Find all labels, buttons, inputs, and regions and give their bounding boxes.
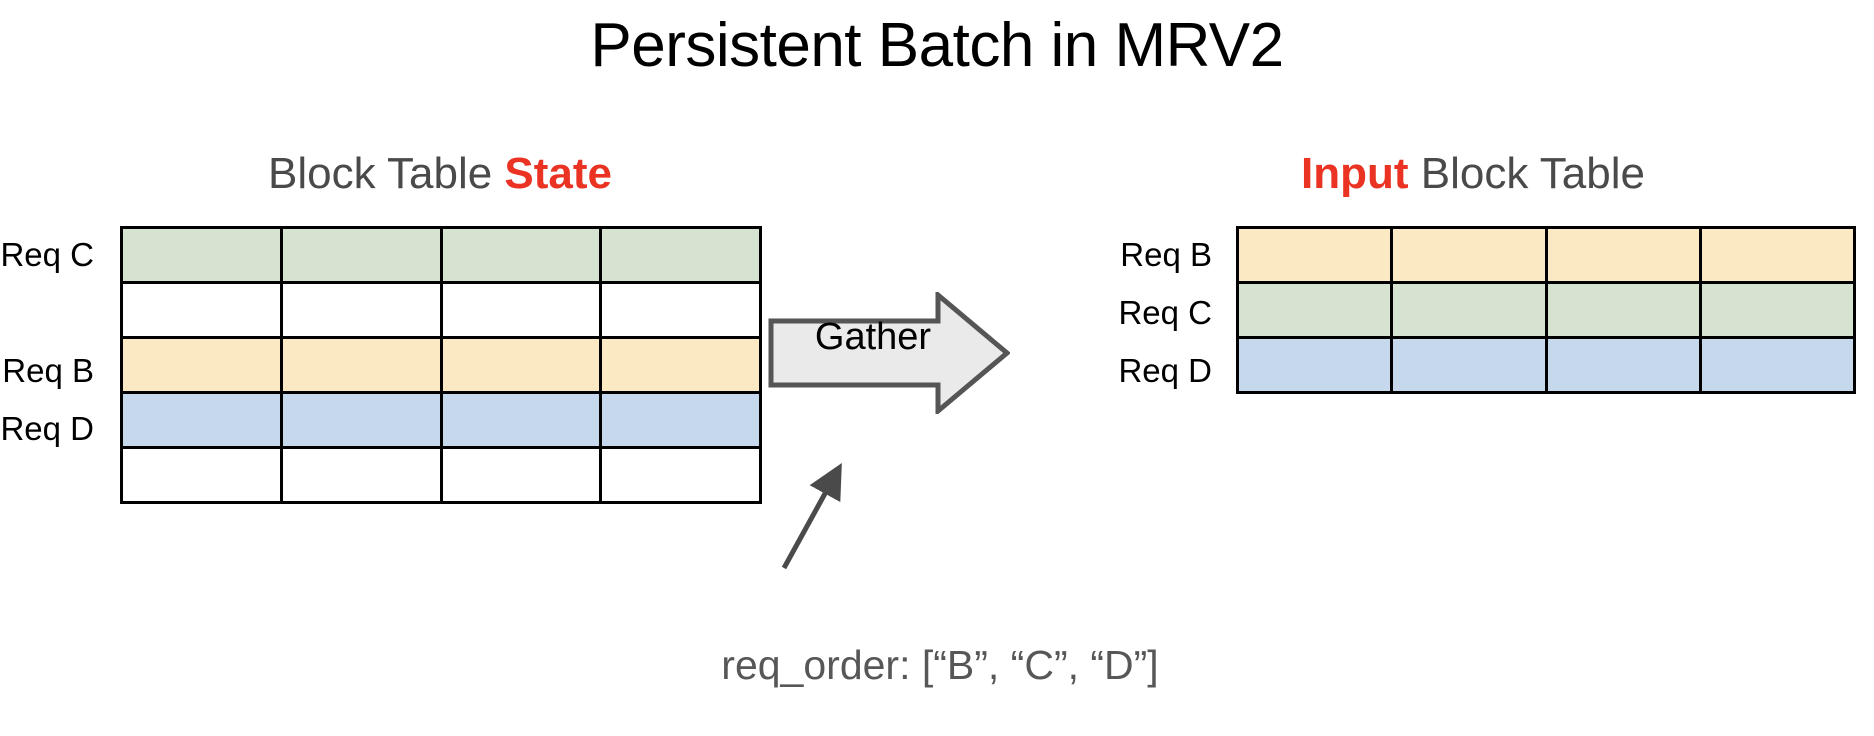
table-cell [599,226,762,284]
input-block-table-row-label-req-c: Req C [1118,294,1212,331]
table-row [120,281,762,339]
table-cell [279,336,443,394]
table-cell [279,281,443,339]
table-cell [439,446,603,504]
table-cell [439,336,603,394]
table-row [1235,226,1857,284]
block-table-state-heading: Block Table State [120,149,760,198]
table-cell [599,446,762,504]
table-cell [1698,336,1857,394]
req-order-caption: req_order: [“B”, “C”, “D”] [721,642,1159,688]
table-cell [439,391,603,449]
table-cell [1544,336,1702,394]
block-table-state-row-label-req-d: Req D [0,410,94,447]
table-cell [439,281,603,339]
table-cell [1544,226,1702,284]
callout-arrow-icon [781,462,842,570]
gather-arrow-icon [768,292,1010,414]
table-cell [120,391,283,449]
table-cell [1390,226,1548,284]
block-table-state [120,226,762,504]
input-block-table-row-label-req-b: Req B [1120,236,1212,273]
table-cell [120,446,283,504]
table-cell [120,281,283,339]
input-block-table-heading: Input Block Table [1090,149,1856,198]
table-cell [1698,281,1857,339]
table-cell [279,226,443,284]
table-cell [1390,336,1548,394]
table-row [120,446,762,504]
table-cell [279,446,443,504]
table-cell [439,226,603,284]
input-block-table-row-label-req-d: Req D [1118,352,1212,389]
table-row [1235,336,1857,394]
table-row [120,226,762,284]
table-cell [1698,226,1857,284]
table-cell [1390,281,1548,339]
heading-left-prefix: Block Table [267,149,505,198]
table-cell [599,281,762,339]
heading-right-suffix: Block Table [1408,149,1645,198]
table-cell [599,336,762,394]
heading-right-accent: Input [1301,149,1409,198]
block-table-state-row-label-req-b: Req B [2,352,94,389]
table-row [120,391,762,449]
table-cell [279,391,443,449]
table-cell [599,391,762,449]
heading-left-accent: State [504,149,613,198]
table-cell [1235,226,1394,284]
table-cell [1235,336,1394,394]
table-cell [120,226,283,284]
page-title: Persistent Batch in MRV2 [590,11,1284,80]
input-block-table [1235,226,1857,394]
table-row [1235,281,1857,339]
table-cell [1544,281,1702,339]
table-row [120,336,762,394]
block-table-state-row-label-req-c: Req C [0,236,94,273]
table-cell [1235,281,1394,339]
table-cell [120,336,283,394]
